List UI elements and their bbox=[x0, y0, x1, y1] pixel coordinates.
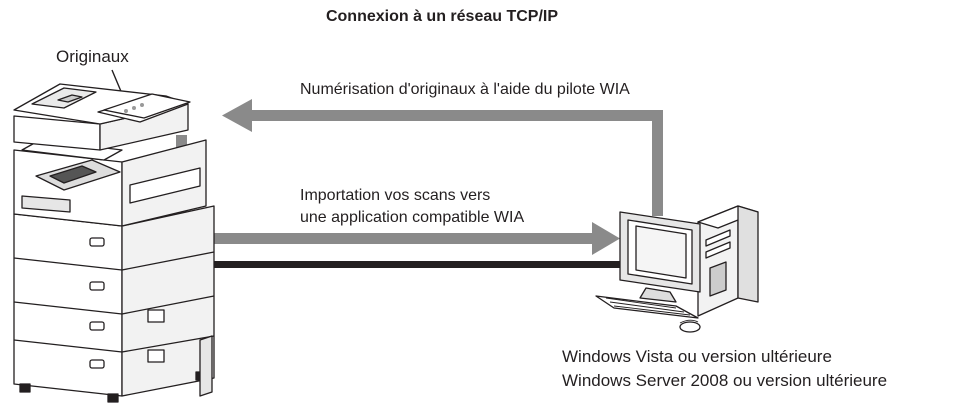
os-requirement-line1: Windows Vista ou version ultérieure bbox=[562, 347, 832, 366]
import-arrow bbox=[176, 135, 620, 255]
os-requirement-line2: Windows Server 2008 ou version ultérieur… bbox=[562, 371, 888, 390]
diagram-title: Connexion à un réseau TCP/IP bbox=[325, 8, 559, 25]
import-arrow-label-line2: une application compatible WIA bbox=[300, 209, 525, 226]
originals-label: Originaux bbox=[56, 47, 129, 66]
network-cable bbox=[212, 261, 628, 268]
desktop-computer-icon bbox=[595, 205, 759, 333]
import-arrow-label-line1: Importation vos scans vers bbox=[300, 187, 491, 204]
mfp-copier-icon bbox=[13, 83, 215, 403]
scan-arrow-label: Numérisation d'originaux à l'aide du pil… bbox=[300, 81, 630, 98]
scan-arrow bbox=[222, 99, 663, 216]
